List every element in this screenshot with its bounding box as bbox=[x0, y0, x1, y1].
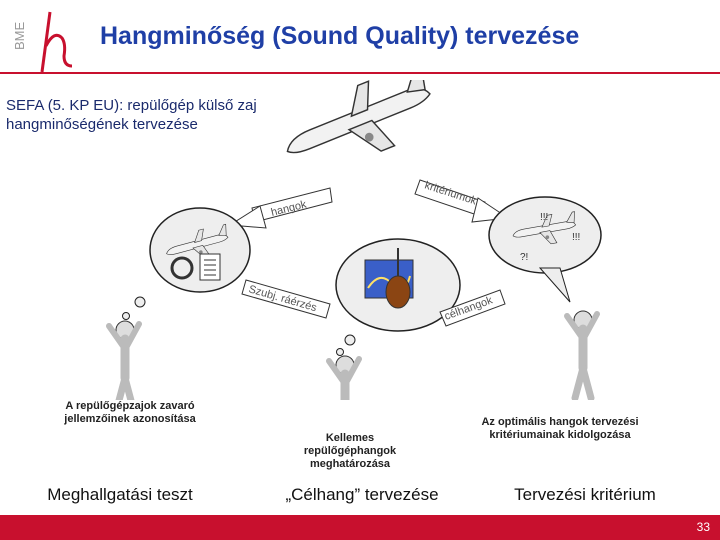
logo-text: BME bbox=[12, 22, 27, 51]
sound-quality-diagram: hangok kritériumok Szubj. ráérzés célhan… bbox=[0, 80, 720, 400]
footer-bar bbox=[0, 515, 720, 540]
page-title: Hangminőség (Sound Quality) tervezése bbox=[100, 22, 700, 51]
document-icon bbox=[200, 254, 220, 280]
caption-right: Az optimális hangok tervezési kritériuma… bbox=[470, 416, 650, 442]
engineer-figure bbox=[567, 311, 597, 398]
label-listening-test: Meghallgatási teszt bbox=[20, 485, 220, 505]
thought-bubble-left bbox=[123, 208, 251, 320]
arrow-kriteriumok: kritériumok bbox=[415, 179, 508, 222]
question-mark: ?! bbox=[520, 252, 528, 263]
designer-figure bbox=[329, 356, 359, 400]
title-divider bbox=[0, 72, 720, 74]
arrow-hangok: hangok bbox=[230, 188, 332, 228]
label-design-criterion: Tervezési kritérium bbox=[485, 485, 685, 505]
arrow-szubj: Szubj. ráérzés bbox=[242, 280, 330, 318]
speech-bubble-right: !!! !!! ?! bbox=[489, 197, 601, 302]
cello-icon bbox=[386, 276, 410, 308]
label-target-sound: „Célhang” tervezése bbox=[262, 485, 462, 505]
thought-bubble-middle bbox=[336, 239, 460, 356]
exclaim-mark: !!! bbox=[540, 212, 548, 223]
main-airplane bbox=[274, 80, 445, 184]
caption-left: A repülőgépzajok zavaró jellemzőinek azo… bbox=[45, 400, 215, 426]
bme-logo: BME bbox=[10, 8, 90, 76]
page-number: 33 bbox=[697, 520, 710, 534]
caption-middle: Kellemes repülőgéphangok meghatározása bbox=[290, 432, 410, 471]
listener-figure bbox=[109, 321, 139, 400]
exclaim-mark-2: !!! bbox=[572, 232, 580, 243]
